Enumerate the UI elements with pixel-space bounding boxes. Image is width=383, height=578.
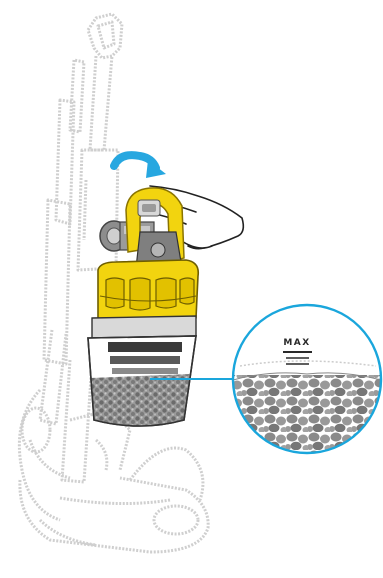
max-level-magnifier: MAX [233,305,381,455]
max-fill-label: MAX [283,338,310,348]
dust-bin-assembly [88,188,198,426]
curved-arrow-icon [114,155,166,178]
